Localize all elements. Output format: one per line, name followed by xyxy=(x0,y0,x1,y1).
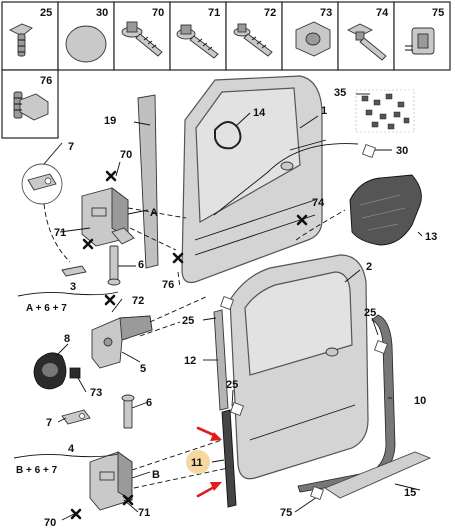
check-strap-5[interactable] xyxy=(91,315,153,369)
callout-15: 15 xyxy=(404,487,416,499)
grommet-8[interactable] xyxy=(33,352,67,390)
callout-B: B xyxy=(152,469,160,481)
hinge-b[interactable] xyxy=(89,451,133,511)
cell-label-30: 30 xyxy=(96,7,108,19)
callout-10: 10 xyxy=(414,395,426,407)
pin-6-upper[interactable] xyxy=(107,245,121,286)
red-arrow-upper xyxy=(196,426,222,441)
callout-13: 13 xyxy=(425,231,437,243)
x-marks xyxy=(70,170,308,520)
cell-label-25: 25 xyxy=(40,7,52,19)
callout-35: 35 xyxy=(334,87,346,99)
callout-71-lower: 71 xyxy=(138,507,150,519)
leader-lines xyxy=(43,93,423,521)
red-arrow-lower xyxy=(196,482,222,498)
clip-75-icon xyxy=(405,27,435,55)
door-shell-1[interactable] xyxy=(181,75,323,284)
callout-7-upper: 7 xyxy=(68,141,74,153)
cell-75[interactable] xyxy=(393,1,451,71)
cell-label-71: 71 xyxy=(208,7,220,19)
strip-12[interactable] xyxy=(213,309,229,411)
callout-11: 11 xyxy=(191,457,203,469)
callout-25c: 25 xyxy=(364,307,376,319)
cell-label-76: 76 xyxy=(40,75,52,87)
cell-74[interactable] xyxy=(337,1,395,71)
callout-3: 3 xyxy=(70,281,76,293)
callout-70-upper: 70 xyxy=(120,149,132,161)
cell-25[interactable] xyxy=(1,1,59,71)
washer-3-kit[interactable] xyxy=(61,265,87,277)
flag-markers xyxy=(220,144,388,500)
kit-4-formula: B + 6 + 7 xyxy=(16,465,58,476)
fastener-table: 25 30 70 71 72 73 74 75 76 xyxy=(1,1,451,139)
cell-label-73: 73 xyxy=(320,7,332,19)
callout-75: 75 xyxy=(280,507,292,519)
plug-30-icon xyxy=(65,25,107,63)
callout-8: 8 xyxy=(64,333,70,345)
screw-72-icon xyxy=(233,23,273,57)
kit-3-formula: A + 6 + 7 xyxy=(26,303,67,314)
callout-14: 14 xyxy=(253,107,266,119)
strip-11[interactable] xyxy=(221,409,237,508)
callout-12: 12 xyxy=(184,355,196,367)
cell-label-75: 75 xyxy=(432,7,444,19)
clip-74-icon xyxy=(346,23,387,61)
washer-7-lower[interactable] xyxy=(61,409,91,425)
callout-72: 72 xyxy=(132,295,144,307)
callout-2: 2 xyxy=(366,261,372,273)
washer-7-upper[interactable] xyxy=(21,163,63,205)
cell-72[interactable] xyxy=(225,1,283,71)
callout-25a: 25 xyxy=(182,315,194,327)
callout-76: 76 xyxy=(162,279,174,291)
pin-6-lower[interactable] xyxy=(121,394,135,429)
membrane-13[interactable] xyxy=(349,174,422,246)
cell-label-72: 72 xyxy=(264,7,276,19)
callout-6-lower: 6 xyxy=(146,397,152,409)
screw-71-icon xyxy=(176,24,219,59)
callout-25b: 25 xyxy=(226,379,238,391)
callout-73: 73 xyxy=(90,387,102,399)
callout-labels: 1 2 3 4 5 6 6 7 7 8 10 11 12 13 14 15 19… xyxy=(44,87,437,529)
nut-73[interactable] xyxy=(69,367,81,379)
hinge-a[interactable] xyxy=(81,187,135,247)
clip-25-icon xyxy=(8,23,33,57)
callout-A: A xyxy=(150,207,158,219)
callout-74: 74 xyxy=(312,197,325,209)
callout-5: 5 xyxy=(140,363,146,375)
callout-19: 19 xyxy=(104,115,116,127)
seal-19[interactable] xyxy=(137,94,159,269)
callout-1: 1 xyxy=(321,105,327,117)
highlight-11 xyxy=(186,450,210,474)
door-shell-2[interactable] xyxy=(229,254,369,480)
callout-71-upper: 71 xyxy=(54,227,66,239)
callout-30: 30 xyxy=(396,145,408,157)
cell-label-74: 74 xyxy=(376,7,389,19)
cell-label-70: 70 xyxy=(152,7,164,19)
kit-formulas: A + 6 + 7 B + 6 + 7 xyxy=(13,291,119,476)
callout-7-lower: 7 xyxy=(46,417,52,429)
seal-10[interactable] xyxy=(297,314,396,493)
clip-kit-35[interactable] xyxy=(355,89,415,133)
callout-70-lower: 70 xyxy=(44,517,56,529)
callout-4: 4 xyxy=(68,443,75,455)
nut-73-icon xyxy=(295,21,331,57)
moulding-15[interactable] xyxy=(324,451,432,499)
bolt-76-icon xyxy=(13,91,49,121)
gasket-14[interactable] xyxy=(214,121,242,150)
screw-70-icon xyxy=(121,21,163,57)
callout-6-upper: 6 xyxy=(138,259,144,271)
